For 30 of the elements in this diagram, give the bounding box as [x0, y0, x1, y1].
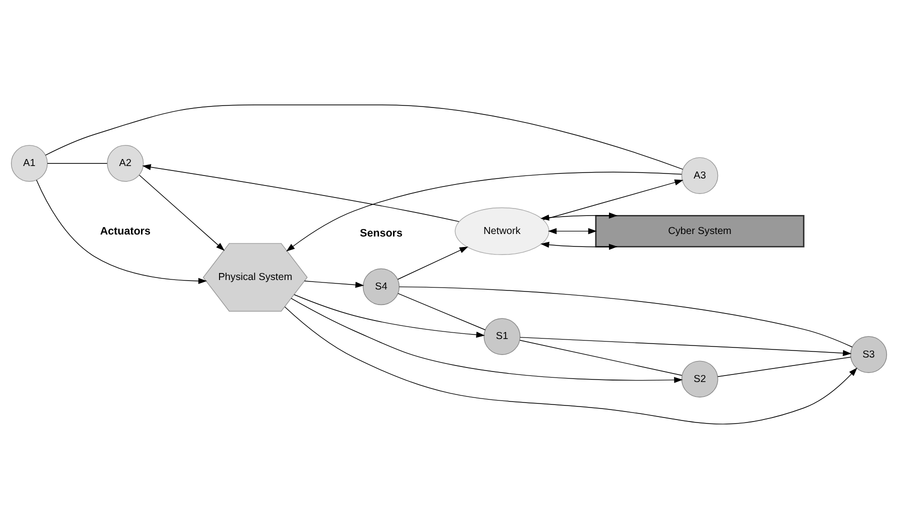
arrow: [540, 212, 618, 221]
arrow: [286, 172, 682, 252]
arrow: [304, 280, 364, 288]
arrow: [36, 180, 208, 284]
arrow: [520, 336, 852, 356]
arrow: [540, 242, 618, 250]
node-circle: A3: [681, 157, 718, 194]
arrow: [142, 164, 460, 222]
arrow: [548, 228, 597, 234]
node-circle: A2: [106, 144, 144, 182]
arrow: [290, 298, 683, 383]
connector: [398, 293, 486, 330]
node-circle: A1: [10, 144, 48, 182]
node-circle: S2: [681, 360, 718, 398]
label: Actuators: [100, 225, 151, 238]
node-circle: S4: [362, 268, 400, 306]
arrow: [284, 306, 858, 424]
connector: [47, 162, 108, 164]
node-box: Cyber System: [595, 214, 804, 248]
node-circle: S3: [850, 336, 888, 373]
connector: [398, 286, 853, 348]
arrow: [397, 246, 468, 280]
node-circle: S1: [484, 318, 520, 355]
connector: [519, 340, 682, 376]
connector: [45, 104, 684, 170]
arrow: [294, 294, 485, 338]
arrow: [542, 180, 684, 220]
arrow: [138, 174, 225, 251]
label: Sensors: [360, 228, 403, 240]
connector: [717, 356, 852, 377]
